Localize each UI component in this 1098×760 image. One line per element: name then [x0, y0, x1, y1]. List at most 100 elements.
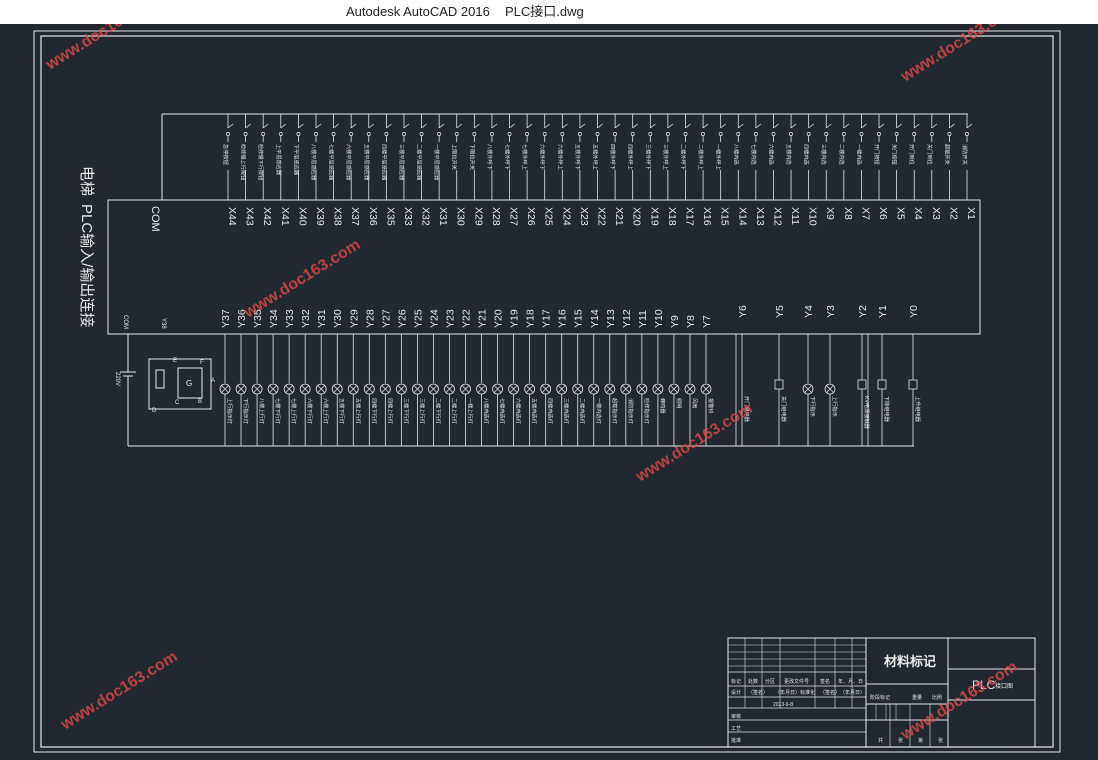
output-label: Y32 — [300, 309, 312, 328]
tb-st0: 阶段标记 — [870, 694, 890, 701]
output-desc: 上升继电器 — [914, 396, 922, 423]
input-label: X13 — [754, 207, 766, 226]
input-desc: 消防开关 — [961, 144, 969, 165]
output-label: Y3 — [825, 305, 837, 318]
input-label: X9 — [824, 207, 836, 220]
output-desc: 下行指示灯 — [242, 398, 250, 424]
input-desc: 七楼外呼下 — [504, 144, 512, 170]
title-plc-io: PLC输入/输出连接 — [78, 204, 95, 327]
seg-g: G — [186, 379, 192, 388]
input-label: X30 — [455, 207, 467, 226]
com-small-label: COM — [122, 315, 128, 329]
tb-a1: 工艺 — [731, 726, 741, 732]
input-label: X44 — [226, 207, 238, 226]
output-label: Y37 — [220, 309, 232, 328]
output-desc: 下行指示 — [809, 396, 817, 417]
output-desc: 下降继电器 — [883, 396, 891, 423]
input-label: X2 — [947, 207, 959, 220]
input-desc: 二楼平层感应器 — [416, 144, 424, 181]
input-desc: 二楼内选 — [838, 144, 846, 165]
output-desc: 消防指示灯 — [627, 398, 635, 424]
input-desc: 一楼外呼上 — [715, 144, 723, 170]
output-label: Y1 — [877, 305, 889, 318]
watermark-6: www.doc163.com — [897, 658, 1020, 744]
output-desc: 七楼上行灯 — [290, 398, 298, 424]
input-label: X33 — [402, 207, 414, 226]
seg-c: C — [175, 400, 180, 406]
input-label: X17 — [683, 207, 695, 226]
output-desc: 三楼内选灯 — [563, 398, 571, 424]
input-label: X31 — [437, 207, 449, 226]
input-label: X10 — [807, 207, 819, 226]
output-label: Y20 — [493, 309, 505, 328]
input-label: X37 — [349, 207, 361, 226]
input-x10: X10 四楼内选 — [803, 114, 819, 226]
input-label: X19 — [648, 207, 660, 226]
input-label: X18 — [666, 207, 678, 226]
input-desc: 检修慢下行按钮 — [257, 144, 265, 180]
input-terminals: X44急停按钮X43检修慢上行按钮X42检修慢下行按钮X41上平层感应器X40下… — [222, 114, 977, 226]
voltage-label: 220V — [114, 372, 120, 386]
tb-h0: 标记 — [731, 678, 741, 685]
output-desc: 关门继电器 — [780, 396, 788, 423]
output-label: Y4 — [803, 305, 815, 318]
output-desc: 上行指示灯 — [226, 398, 234, 424]
output-desc: 蜂鸣器 — [659, 398, 667, 414]
input-desc: 急停按钮 — [222, 144, 230, 165]
output-label: Y21 — [477, 309, 489, 328]
seven-segment-display: G E F D C B A — [148, 358, 215, 414]
output-label: Y30 — [332, 309, 344, 328]
output-label: Y26 — [396, 309, 408, 328]
input-label: X36 — [367, 207, 379, 226]
date-value: 2013-6-8 — [773, 702, 793, 708]
tb-sh1: 张 — [898, 737, 903, 744]
input-desc: 四楼内选 — [803, 144, 811, 165]
output-desc: 五楼上行灯 — [354, 398, 362, 424]
input-label: X38 — [332, 207, 344, 226]
input-desc: 二楼外呼上 — [697, 144, 705, 170]
output-label: Y29 — [348, 309, 360, 328]
window-titlebar: Autodesk AutoCAD 2016 PLC接口.dwg — [0, 0, 1098, 24]
output-label: Y33 — [284, 309, 296, 328]
tb-st2: 比例 — [932, 694, 942, 701]
input-label: X15 — [719, 207, 731, 226]
output-label: Y22 — [461, 309, 473, 328]
output-y4: Y4 下行指示 — [802, 305, 817, 446]
tb-s1: （签名） — [748, 689, 768, 696]
output-label: Y13 — [605, 309, 617, 328]
output-label: Y34 — [268, 309, 280, 328]
output-desc: 六楼内选灯 — [515, 398, 523, 424]
tb-h2: 分区 — [765, 678, 775, 685]
output-desc: KV电源接触器 — [863, 396, 871, 430]
input-desc: 关门到位 — [926, 144, 934, 165]
output-terminals: Y37上行指示灯Y36下行指示灯Y35八楼上行灯Y34七楼下行灯Y33七楼上行灯… — [219, 305, 922, 446]
input-desc: 三楼外呼上 — [662, 144, 670, 170]
output-y37: Y37 上行指示灯 — [219, 309, 234, 446]
tb-a0: 审核 — [731, 713, 741, 720]
input-desc: 八楼平层感应器 — [310, 144, 318, 181]
input-label: X24 — [560, 207, 572, 226]
output-label: Y2 — [857, 305, 869, 318]
input-x18: X18 三楼外呼上 — [662, 114, 678, 226]
output-label: Y18 — [525, 309, 537, 328]
input-desc: 开门到位 — [908, 144, 916, 165]
